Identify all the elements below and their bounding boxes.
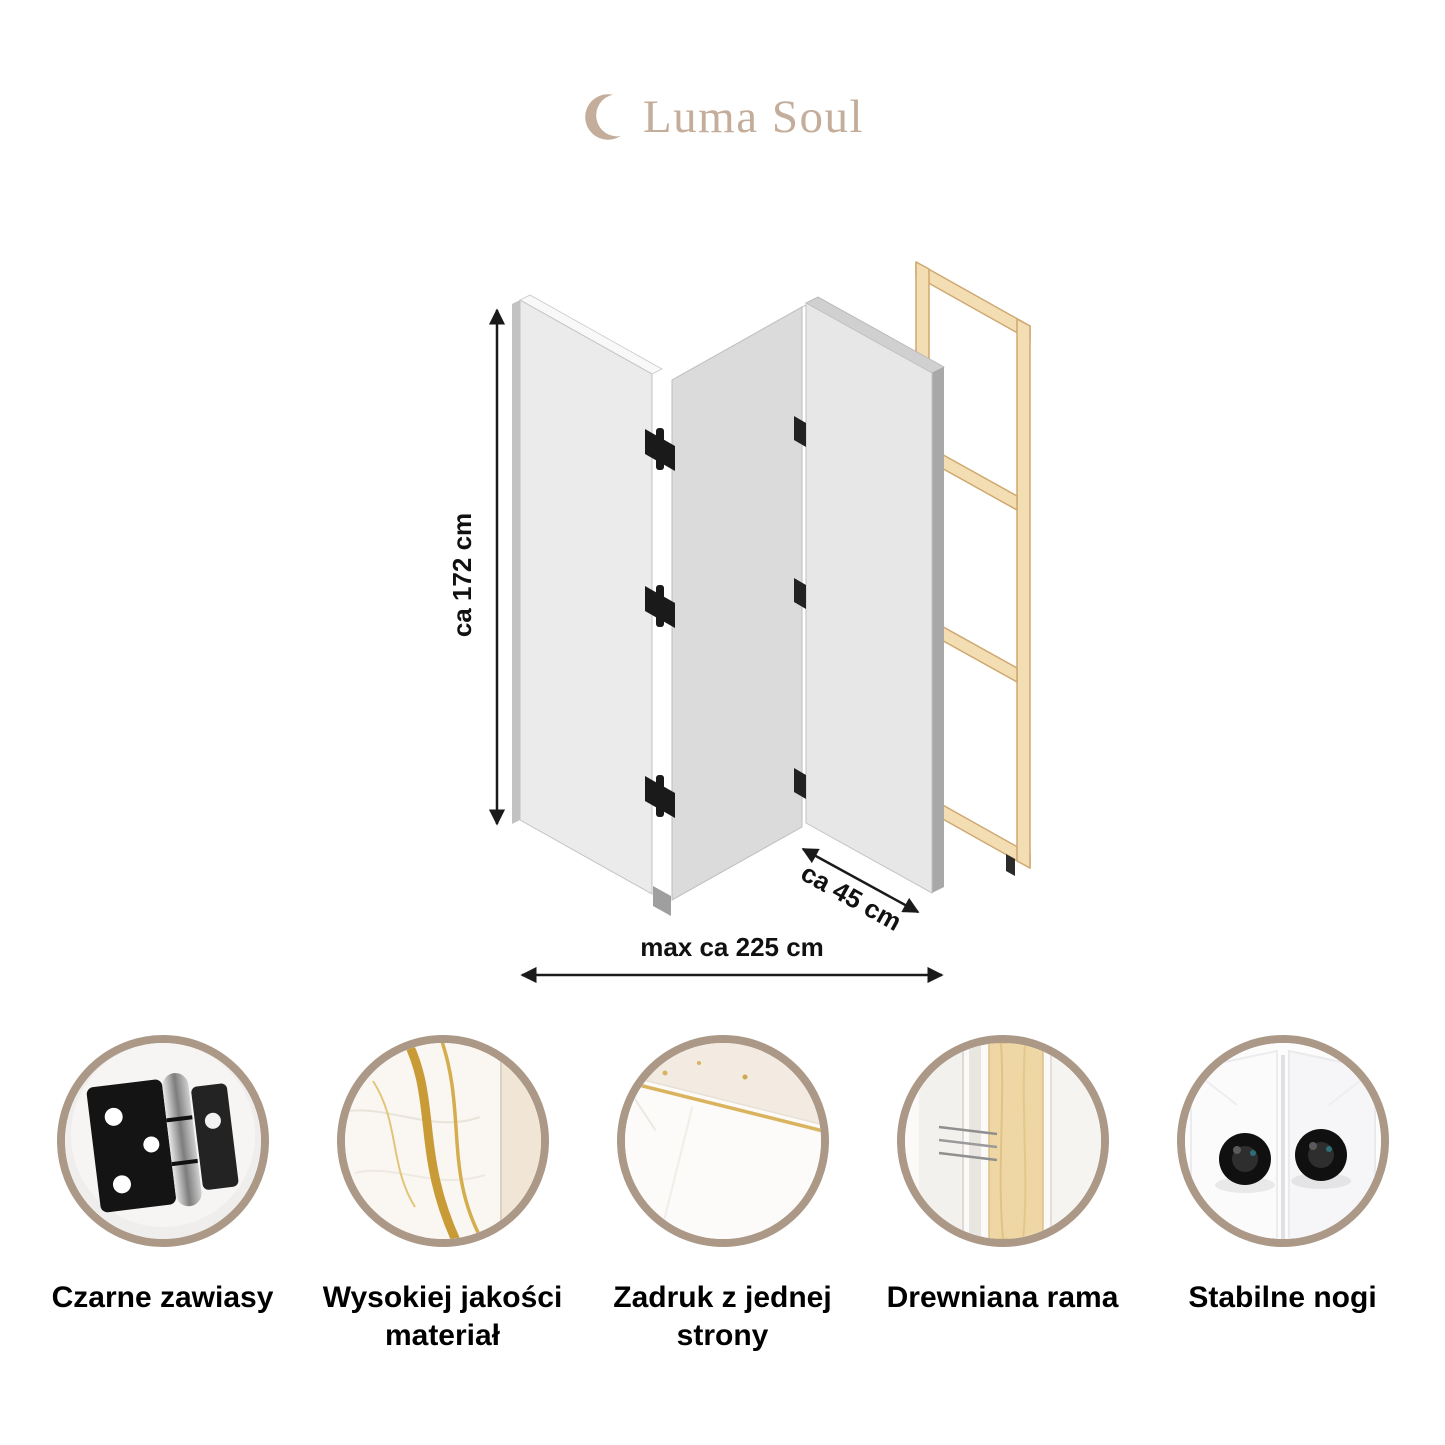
height-dimension-label: ca 172 cm <box>447 513 477 637</box>
height-dimension: ca 172 cm <box>447 308 506 826</box>
hinge-icon <box>645 585 675 628</box>
material-photo-icon <box>344 1043 541 1239</box>
feature-label: Czarne zawiasy <box>51 1281 274 1314</box>
hinge-icon <box>645 775 675 818</box>
panel-left <box>512 294 663 895</box>
hinge-photo-icon <box>64 1043 261 1239</box>
feature-wooden-frame: Drewniana rama <box>878 1035 1128 1354</box>
brand-logo: Luma Soul <box>0 90 1445 144</box>
panel-right <box>805 296 945 894</box>
feature-list: Czarne zawiasy Wysokiej jakości materiał <box>0 1035 1445 1354</box>
feature-label: Wysokiej jakości materiał <box>322 1281 563 1352</box>
brand-name: Luma Soul <box>642 91 865 143</box>
feature-photo-circle <box>1176 1035 1389 1247</box>
print-side-photo-icon <box>624 1043 821 1239</box>
feature-material: Wysokiej jakości materiał <box>318 1035 568 1354</box>
feature-photo-circle <box>56 1035 269 1247</box>
panel-edge-strip <box>653 886 671 916</box>
frame-foot <box>1006 854 1015 876</box>
hinge-icon <box>645 428 675 471</box>
panel-middle <box>671 302 811 901</box>
hinge-tab-icon <box>794 416 806 799</box>
feature-photo-circle <box>616 1035 829 1247</box>
feature-label: Stabilne nogi <box>1188 1281 1377 1314</box>
wooden-frame-photo-icon <box>904 1043 1101 1239</box>
feature-photo-circle <box>336 1035 549 1247</box>
width-dimension: max ca 225 cm <box>520 932 944 984</box>
feature-label: Drewniana rama <box>886 1281 1119 1314</box>
feature-photo-circle <box>896 1035 1109 1247</box>
crescent-moon-icon <box>585 94 631 140</box>
feature-stable-feet: Stabilne nogi <box>1158 1035 1408 1354</box>
width-dimension-label: max ca 225 cm <box>640 932 824 962</box>
feature-black-hinges: Czarne zawiasy <box>38 1035 288 1354</box>
feature-print: Zadruk z jednej strony <box>598 1035 848 1354</box>
feature-label: Zadruk z jednej strony <box>613 1281 832 1352</box>
stable-feet-photo-icon <box>1184 1043 1381 1239</box>
room-divider-diagram: ca 172 cm ca 45 cm max ca 225 cm <box>447 261 1031 984</box>
